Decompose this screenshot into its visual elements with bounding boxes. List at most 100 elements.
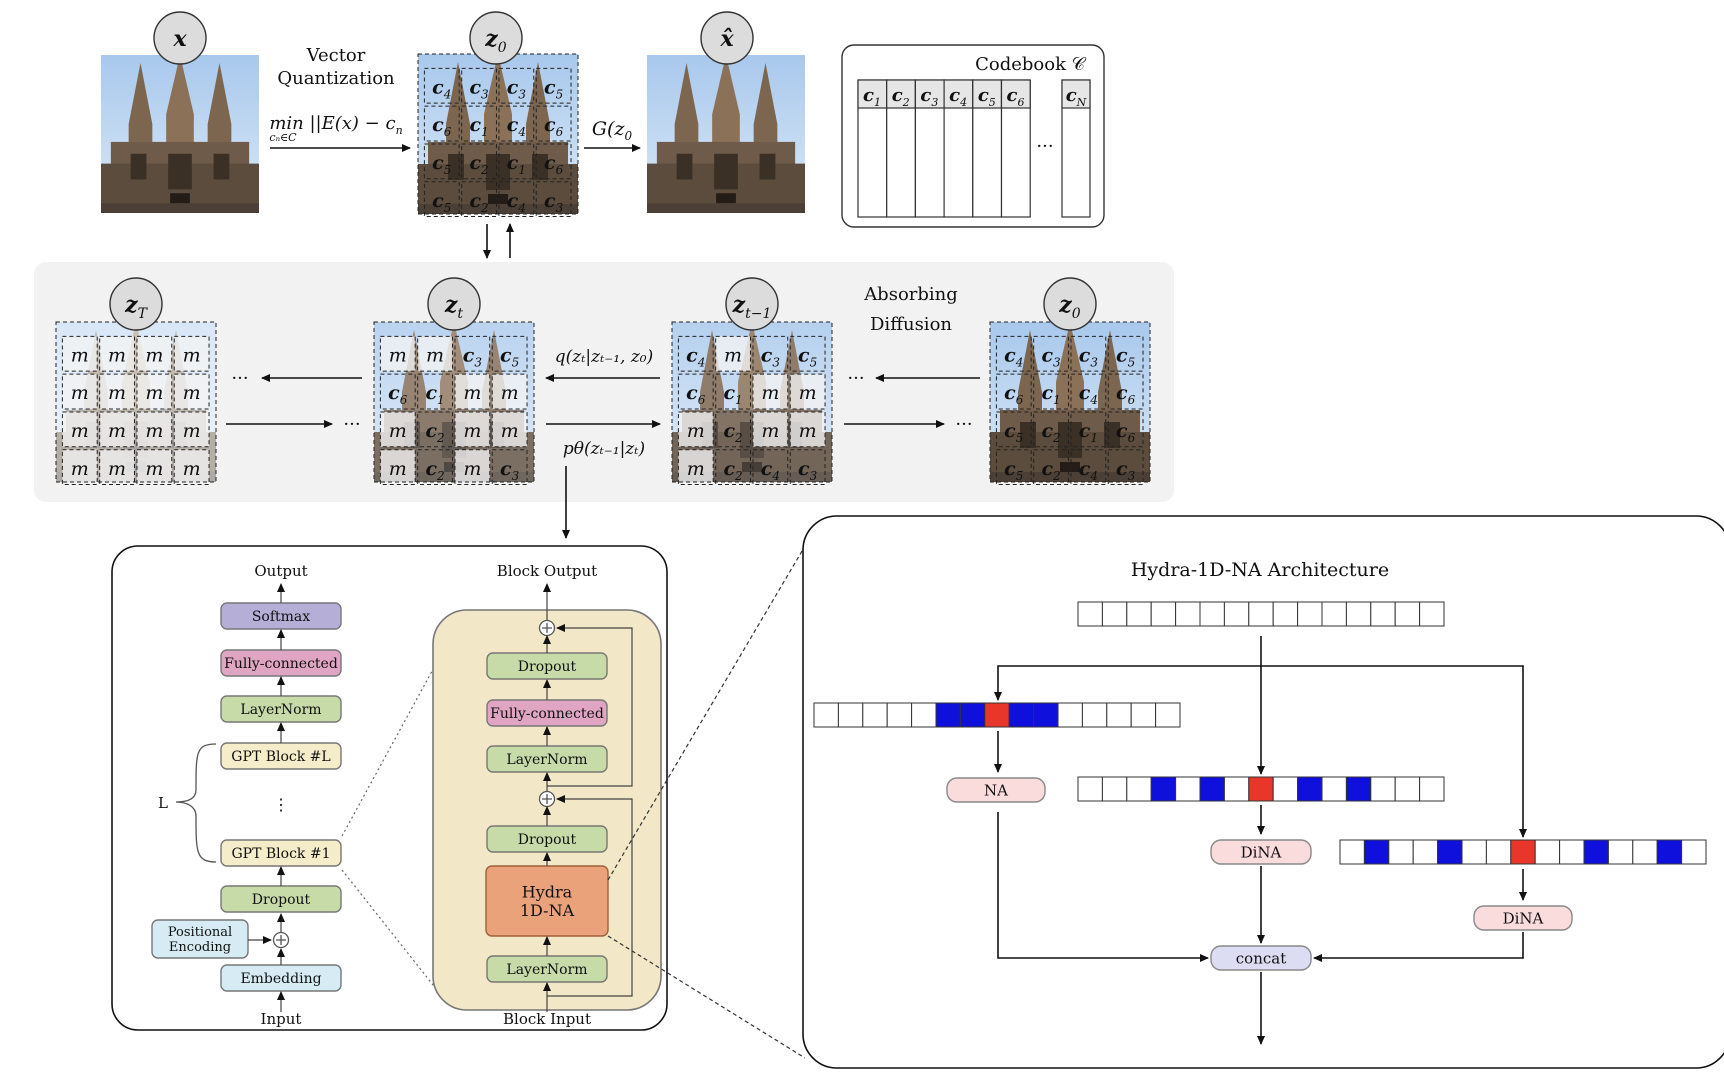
- na-token-strip-cell: [862, 702, 888, 728]
- codebook-entry: c2: [892, 85, 910, 109]
- dina-token-strip-2-cell: [1339, 839, 1365, 865]
- grid-zT-cell: [99, 411, 135, 448]
- na-token-strip-cell: [837, 702, 864, 728]
- node-z0-circle: [1043, 277, 1097, 331]
- grid-zt-1-cell: [715, 449, 751, 486]
- input-token-strip-cell: [1272, 601, 1299, 627]
- block-residual-upper: [547, 624, 633, 787]
- hydra-1d-na-box-label: Hydra: [522, 883, 573, 902]
- grid-zt-cell: [417, 373, 453, 410]
- node-zt-label: zt: [444, 292, 464, 322]
- dina-token-strip-2-cell: [1681, 839, 1707, 865]
- grid-zt-token: m: [426, 344, 444, 366]
- grid-zt-1-cell: [789, 373, 826, 410]
- grid-z0-cell: [1107, 449, 1144, 486]
- grid-zT-cell: [61, 335, 98, 372]
- dina-box-1-label: DiNA: [1241, 843, 1282, 861]
- diffusion-label-line1: Absorbing: [863, 284, 958, 305]
- z0-grid-top-cell: [535, 143, 572, 180]
- z0-grid-top-token: c5: [544, 76, 563, 101]
- grid-zt-token: c1: [425, 382, 444, 407]
- dina-token-strip-2-cell: [1510, 839, 1536, 865]
- dina-token-strip-2-cell: [1461, 839, 1487, 865]
- gpt-dropout-box-label: Dropout: [252, 892, 311, 908]
- z0-grid-top-token: c4: [507, 114, 526, 139]
- grid-zt-1-token: c3: [761, 344, 781, 369]
- zoom-line-hydra-bottom: [607, 935, 806, 1059]
- grid-zt-1-token: c4: [686, 344, 705, 369]
- na-token-strip-cell: [1008, 702, 1035, 728]
- grid-zt-1-token: m: [761, 420, 779, 442]
- dina-token-strip-2-cell: [1534, 839, 1561, 865]
- forward-process-label: q(zₜ|zₜ₋₁, z₀): [555, 347, 654, 367]
- input-token-strip-cell: [1370, 601, 1396, 627]
- grid-zt-1-token: c5: [798, 344, 817, 369]
- z0-grid-top-token: c3: [544, 190, 564, 215]
- softmax-box-label: Softmax: [252, 609, 310, 625]
- grid-zt-cell: [417, 411, 453, 448]
- grid-zt-token: c5: [500, 344, 519, 369]
- grid-z0-token: c5: [1004, 420, 1023, 445]
- dina-token-strip-1-cell: [1126, 776, 1152, 802]
- z0-grid-top-cell: [535, 67, 572, 104]
- gpt-layernorm-box-label: LayerNorm: [240, 702, 321, 718]
- grid-z0-token: c4: [1079, 458, 1098, 483]
- gpt-add-positional-sign: [276, 935, 286, 945]
- z0-grid-top-token: c1: [507, 152, 526, 177]
- grid-zT-token: m: [183, 382, 201, 404]
- positional-encoding-box-label: Encoding: [169, 940, 231, 955]
- z0-grid-top-cell: [461, 105, 497, 142]
- grid-zt-token: c2: [425, 458, 444, 483]
- z0-grid-top-token: c1: [469, 114, 488, 139]
- grid-zT-cell: [173, 449, 210, 486]
- reverse-ellipsis-right: ···: [955, 414, 972, 435]
- dina-token-strip-2-cell: [1363, 839, 1390, 865]
- dina-token-strip-1-cell: [1077, 776, 1103, 802]
- zoom-line-top: [341, 661, 438, 837]
- na-token-strip-cell: [984, 702, 1010, 728]
- input-token-strip: [1077, 601, 1445, 627]
- input-image-x: [101, 55, 259, 213]
- block-residual-lower: [547, 795, 633, 997]
- grid-zt-1-cell: [715, 373, 751, 410]
- input-token-strip-cell: [1199, 601, 1225, 627]
- node-z0-label: z0: [1058, 292, 1081, 322]
- dina-token-strip-1-cell: [1175, 776, 1201, 802]
- codebook-title: Codebook 𝒞: [975, 54, 1087, 75]
- dina-token-strip-1-cell: [1248, 776, 1274, 802]
- grid-zt-1-cell: [789, 335, 826, 372]
- grid-zt-1-cell: [715, 411, 751, 448]
- embedding-box-label: Embedding: [240, 971, 321, 987]
- codebook-entry: c3: [920, 85, 938, 109]
- grid-zT-token: m: [183, 344, 201, 366]
- grid-zt-cell: [454, 335, 491, 372]
- grid-zt-1-token: c6: [686, 382, 706, 407]
- z0-grid-top-token: c2: [469, 152, 488, 177]
- z0-grid-top-cell: [461, 181, 497, 218]
- grid-z0-cell: [1070, 373, 1107, 410]
- z0-node-top-circle: [469, 11, 523, 65]
- diffusion-band: [34, 262, 1174, 502]
- grid-z0-token: c1: [1079, 420, 1098, 445]
- grid-zt-token: m: [501, 382, 519, 404]
- dina-token-strip-2: [1339, 839, 1707, 865]
- grid-z0-cell: [995, 373, 1032, 410]
- grid-zt-1-token: m: [799, 382, 817, 404]
- codebook-entry: c6: [1007, 85, 1025, 109]
- z0-grid-top-token: c6: [432, 114, 452, 139]
- block-fc-box-label: Fully-connected: [490, 706, 604, 722]
- input-token-strip-cell: [1248, 601, 1274, 627]
- grid-zt-1-cell: [715, 335, 751, 372]
- input-token-strip-cell: [1126, 601, 1152, 627]
- xhat-node-circle: [700, 11, 754, 65]
- grid-zt-cell: [379, 335, 416, 372]
- grid-zT-cell: [99, 335, 135, 372]
- block-layernorm-mid-box-label: LayerNorm: [506, 752, 587, 768]
- gpt-input-label: Input: [261, 1010, 302, 1028]
- dina-token-strip-2-cell: [1583, 839, 1609, 865]
- input-token-strip-cell: [1101, 601, 1128, 627]
- grid-zt-token: c3: [463, 344, 483, 369]
